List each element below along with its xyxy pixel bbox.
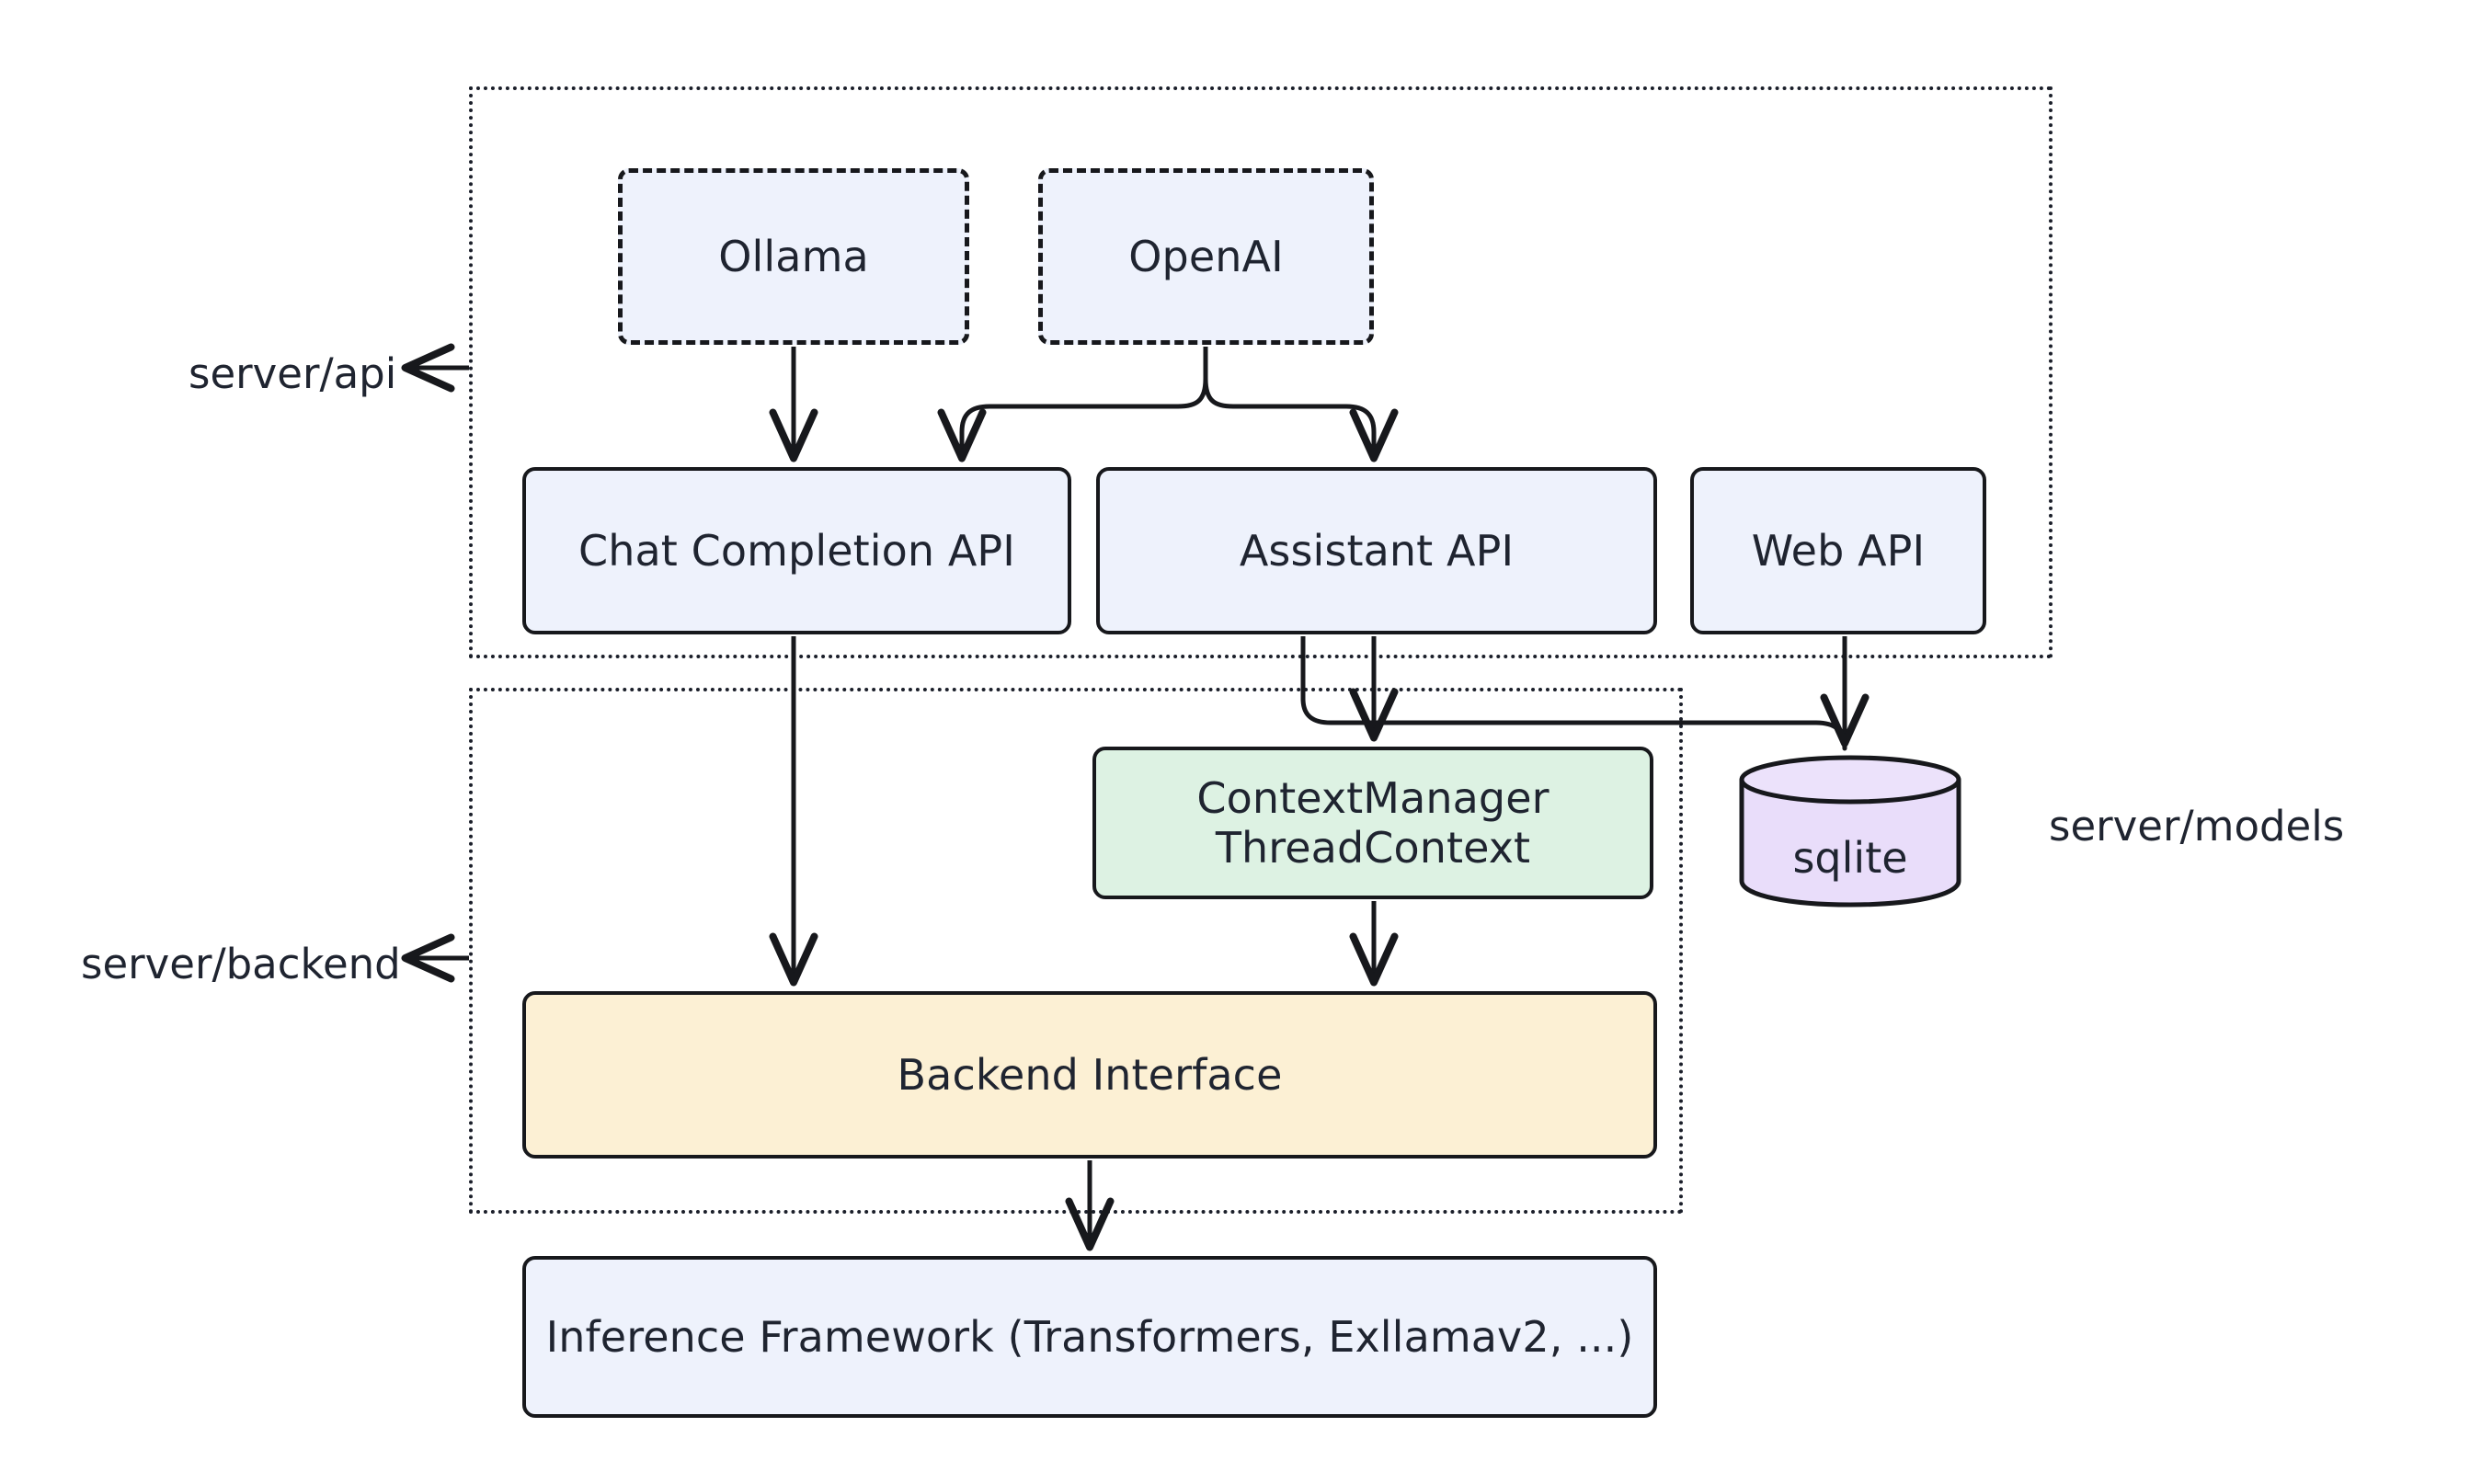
- label-server-backend: server/backend: [81, 940, 401, 988]
- label-server-api: server/api: [189, 349, 397, 398]
- node-web-api[interactable]: Web API: [1690, 467, 1986, 634]
- node-assistant-api[interactable]: Assistant API: [1096, 467, 1657, 634]
- node-chat-completion-api[interactable]: Chat Completion API: [522, 467, 1071, 634]
- node-openai[interactable]: OpenAI: [1038, 168, 1374, 345]
- group-server-api: [469, 86, 2053, 658]
- node-sqlite-database[interactable]: sqlite: [1735, 752, 1965, 908]
- cylinder-icon: [1739, 755, 1961, 908]
- node-inference-framework[interactable]: Inference Framework (Transformers, Exlla…: [522, 1256, 1657, 1418]
- node-backend-interface[interactable]: Backend Interface: [522, 991, 1657, 1159]
- node-context-manager[interactable]: ContextManager ThreadContext: [1092, 747, 1653, 899]
- node-ollama[interactable]: Ollama: [618, 168, 969, 345]
- label-server-models: server/models: [2049, 802, 2345, 850]
